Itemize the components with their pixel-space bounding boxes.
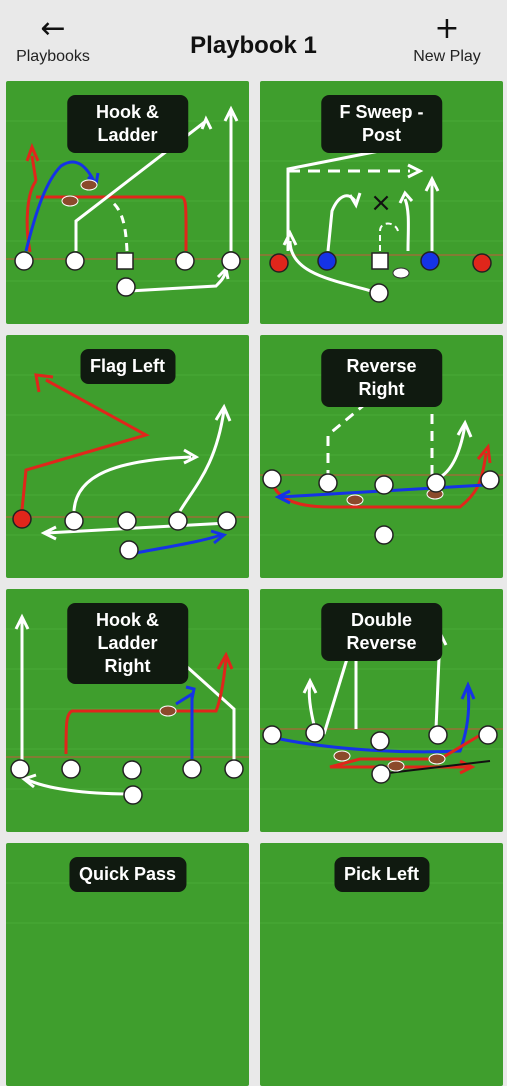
play-diagram — [260, 335, 503, 578]
plays-grid: Hook & Ladder × — [0, 80, 507, 1086]
play-card-reverse-right[interactable]: Reverse Right — [260, 335, 503, 578]
arrow-left-icon: ← — [40, 11, 66, 46]
play-name: Flag Left — [80, 349, 175, 384]
play-name: Pick Left — [333, 857, 430, 892]
back-to-playbooks-button[interactable]: ← Playbooks — [8, 14, 98, 66]
play-name: Hook & Ladder — [66, 95, 189, 153]
page-title: Playbook 1 — [190, 32, 317, 59]
plus-icon: + — [434, 11, 460, 46]
play-card-quick-pass[interactable]: Quick Pass — [6, 843, 249, 1086]
play-name: F Sweep - Post — [320, 95, 443, 153]
play-card-double-reverse[interactable]: Double Reverse — [260, 589, 503, 832]
svg-text:×: × — [370, 188, 392, 218]
play-name: Quick Pass — [68, 857, 187, 892]
play-name: Double Reverse — [320, 603, 443, 661]
play-name: Reverse Right — [320, 349, 443, 407]
play-card-hook-ladder-right[interactable]: Hook & Ladder Right — [6, 589, 249, 832]
play-name: Hook & Ladder Right — [66, 603, 189, 684]
back-label: Playbooks — [16, 48, 90, 65]
play-card-pick-left[interactable]: Pick Left — [260, 843, 503, 1086]
new-play-button[interactable]: + New Play — [395, 14, 499, 66]
nav-header: ← Playbooks Playbook 1 + New Play — [0, 0, 507, 80]
play-card-flag-left[interactable]: Flag Left — [6, 335, 249, 578]
new-play-label: New Play — [413, 48, 481, 65]
play-card-f-sweep-post[interactable]: × F Sweep - Post — [260, 81, 503, 324]
play-card-hook-ladder[interactable]: Hook & Ladder — [6, 81, 249, 324]
